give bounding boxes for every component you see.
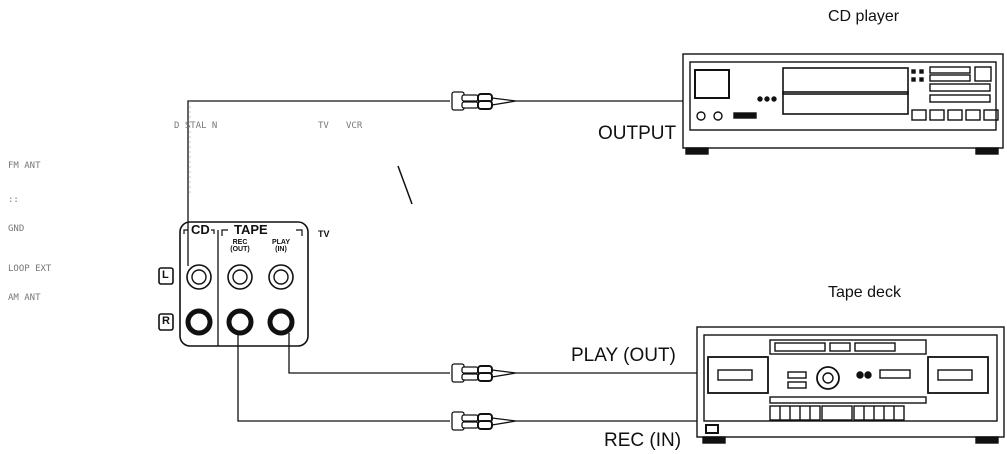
cd-output-label: OUTPUT [598, 123, 677, 144]
jack-tape-rec-right [226, 308, 254, 336]
panel-tv-label: TV [318, 229, 330, 239]
panel-cd-label: CD [190, 222, 211, 237]
rca-plug-tape-play [451, 363, 517, 383]
scan-mark [397, 165, 413, 205]
jack-tape-play-left [268, 264, 294, 290]
panel-play-in-label: PLAY (IN) [271, 239, 291, 253]
faint-digital-in: D STAL N [174, 121, 218, 131]
right-channel-label: R [162, 315, 170, 327]
jack-cd-right [185, 308, 213, 336]
left-channel-label: L [162, 269, 169, 281]
cable-tape-rec [237, 333, 450, 422]
cd-player-title: CD player [828, 8, 900, 25]
tape-play-out-label: PLAY (OUT) [571, 345, 676, 366]
faint-am-ant: AM ANT [8, 293, 41, 303]
cd-player [682, 53, 1004, 155]
receiver-panel [158, 221, 309, 347]
cables [187, 100, 697, 422]
jack-cd-left [186, 264, 212, 290]
faint-loop-ext: LOOP EXT [8, 264, 52, 274]
cable-tape-play [288, 333, 450, 374]
rca-plug-tape-rec [451, 411, 517, 431]
faint-vcr: VCR [346, 121, 363, 131]
jack-tape-play-right [267, 308, 295, 336]
tape-deck-title: Tape deck [828, 284, 901, 301]
cable-cd [187, 100, 450, 266]
panel-rec-out-label: REC (OUT) [230, 239, 250, 253]
faint-gnd: GND [8, 224, 25, 234]
panel-tape-label: TAPE [233, 222, 269, 237]
rca-plug-cd [451, 91, 517, 111]
faint-fm-ant: FM ANT [8, 161, 41, 171]
jack-tape-rec-left [227, 264, 253, 290]
tape-deck [696, 326, 1005, 444]
faint-colon: :: [8, 195, 19, 205]
tape-rec-in-label: REC (IN) [604, 430, 682, 451]
faint-tv: TV [318, 121, 329, 131]
